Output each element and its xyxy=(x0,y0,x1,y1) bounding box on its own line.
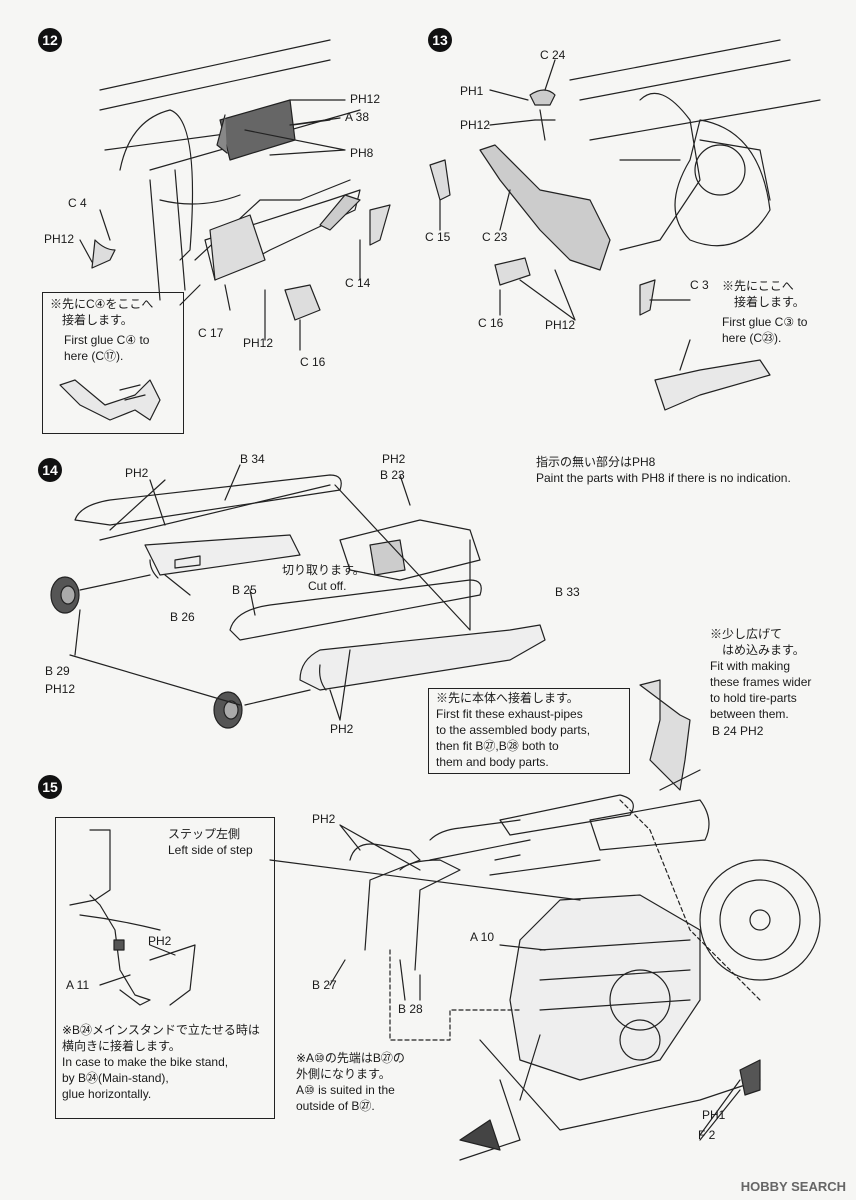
label-c16-13: C 16 xyxy=(478,316,504,330)
label-ph2-a: PH2 xyxy=(125,466,149,480)
step-left-jp: ステップ左側 xyxy=(168,827,241,841)
step13-note-en: First glue C③ to here (C㉓). xyxy=(722,315,808,345)
label-ph8: PH8 xyxy=(350,146,374,160)
label-ph1: PH1 xyxy=(460,84,484,98)
label-ph2-15: PH2 xyxy=(312,812,336,826)
step-left-en: Left side of step xyxy=(168,843,253,857)
label-b24-ph2: B 24 PH2 xyxy=(712,724,764,738)
cutoff-en: Cut off. xyxy=(308,579,347,593)
step-13-badge: 13 xyxy=(428,28,452,52)
label-a10: A 10 xyxy=(470,930,495,944)
label-b29: B 29 xyxy=(45,664,70,678)
step15-inset-drawing xyxy=(69,829,196,1006)
step12-note-jp: ※先にC④をここへ 接着します。 xyxy=(50,297,154,327)
label-c16: C 16 xyxy=(300,355,326,369)
label-ph12-bottom: PH12 xyxy=(243,336,274,350)
label-a11: A 11 xyxy=(66,978,90,992)
label-c23: C 23 xyxy=(482,230,508,244)
label-a38: A 38 xyxy=(345,110,370,124)
stand-note: ※B㉔メインスタンドで立たせる時は 横向きに接着します。 In case to … xyxy=(62,1023,260,1101)
label-c3: C 3 xyxy=(690,278,709,292)
step12-inset-box xyxy=(42,292,184,434)
label-b25: B 25 xyxy=(232,583,257,597)
step13-note-jp: ※先にここへ 接着します。 xyxy=(722,279,805,309)
label-c14: C 14 xyxy=(345,276,371,290)
label-b23: B 23 xyxy=(380,468,405,482)
step12-inset-drawing xyxy=(59,379,161,421)
paint-note-jp: 指示の無い部分はPH8 xyxy=(536,455,656,469)
label-ph12-14: PH12 xyxy=(45,682,76,696)
label-c24: C 24 xyxy=(540,48,566,62)
step14-parts-drawing xyxy=(50,474,546,729)
step12-frame-drawing xyxy=(91,39,391,321)
label-b27: B 27 xyxy=(312,978,337,992)
label-ph2-b: PH2 xyxy=(382,452,406,466)
step-15-badge: 15 xyxy=(38,775,62,799)
step-14-badge: 14 xyxy=(38,458,62,482)
label-ph12-13b: PH12 xyxy=(545,318,576,332)
step13-frame-drawing xyxy=(429,39,821,411)
label-ph1-15: PH1 xyxy=(702,1108,726,1122)
step15-bike-drawing xyxy=(349,679,821,1161)
spread-note: ※少し広げて はめ込みます。 Fit with making these fra… xyxy=(710,627,812,721)
label-ph12-13: PH12 xyxy=(460,118,491,132)
label-c4: C 4 xyxy=(68,196,87,210)
paint-note-en: Paint the parts with PH8 if there is no … xyxy=(536,471,791,485)
label-f2: F 2 xyxy=(698,1128,716,1142)
step15-inset-box xyxy=(55,817,275,1119)
step12-note-en: First glue C④ to here (C⑰). xyxy=(64,333,150,363)
label-ph2-inset: PH2 xyxy=(148,934,172,948)
label-b26: B 26 xyxy=(170,610,195,624)
label-b33: B 33 xyxy=(555,585,580,599)
label-c17: C 17 xyxy=(198,326,224,340)
label-ph12-left: PH12 xyxy=(44,232,75,246)
label-ph2-c: PH2 xyxy=(330,722,354,736)
exhaust-note-box xyxy=(428,688,630,774)
watermark-text: HOBBY SEARCH xyxy=(740,1179,846,1194)
exhaust-note: ※先に本体へ接着します。 First fit these exhaust-pip… xyxy=(436,691,591,769)
step-12-badge: 12 xyxy=(38,28,62,52)
label-c15: C 15 xyxy=(425,230,451,244)
label-ph12: PH12 xyxy=(350,92,381,106)
label-b34: B 34 xyxy=(240,452,265,466)
cutoff-jp: 切り取ります。 xyxy=(282,563,365,577)
label-b28: B 28 xyxy=(398,1002,423,1016)
a10-note: ※A⑩の先端はB㉗の 外側になります。 A⑩ is suited in the … xyxy=(296,1051,405,1113)
